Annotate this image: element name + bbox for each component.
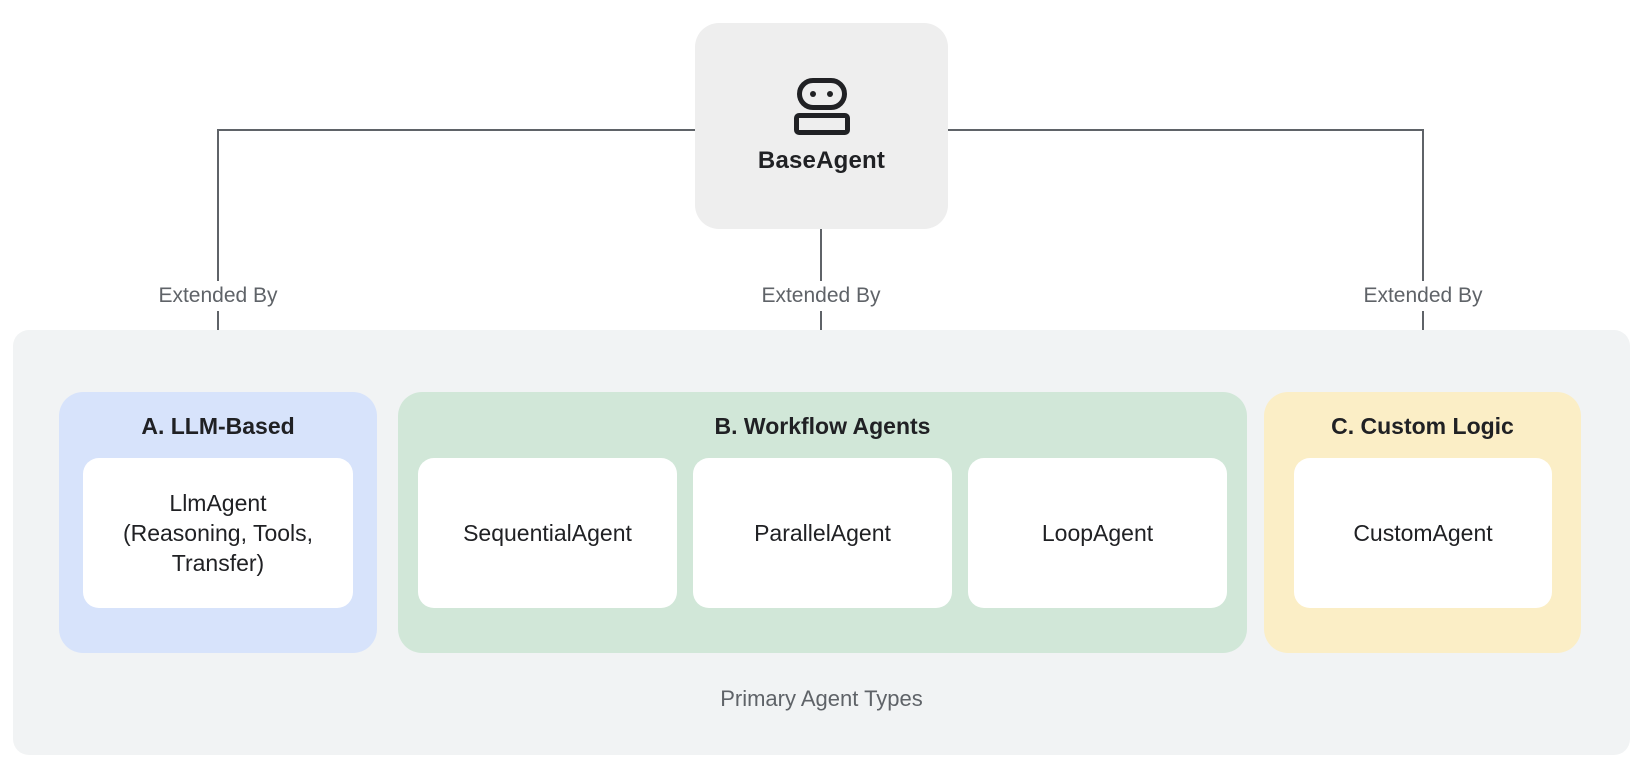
robot-eye-right <box>827 90 833 97</box>
edge-label-left: Extended By <box>148 281 288 311</box>
edge-label-center: Extended By <box>751 281 891 311</box>
group-custom-logic: C. Custom Logic CustomAgent <box>1264 392 1581 653</box>
edge-label-right: Extended By <box>1353 281 1493 311</box>
robot-head <box>796 77 847 110</box>
robot-eye-left <box>810 90 816 97</box>
group-custom-logic-title: C. Custom Logic <box>1331 413 1514 439</box>
connector-right <box>1422 129 1424 374</box>
connector-left <box>217 129 219 374</box>
group-workflow-agents: B. Workflow Agents SequentialAgent Paral… <box>398 392 1247 653</box>
card-loop-agent: LoopAgent <box>968 458 1227 608</box>
card-sequential-agent: SequentialAgent <box>418 458 677 608</box>
group-workflow-agents-title: B. Workflow Agents <box>714 413 931 439</box>
card-parallel-agent: ParallelAgent <box>693 458 952 608</box>
base-agent-node: BaseAgent <box>695 23 948 229</box>
primary-agent-types-container: A. LLM-Based LlmAgent (Reasoning, Tools,… <box>13 330 1630 755</box>
group-llm-based: A. LLM-Based LlmAgent (Reasoning, Tools,… <box>59 392 377 653</box>
base-agent-label: BaseAgent <box>757 146 886 174</box>
robot-body <box>793 112 850 135</box>
robot-icon <box>793 77 850 135</box>
card-llm-agent: LlmAgent (Reasoning, Tools, Transfer) <box>83 458 353 608</box>
card-custom-agent: CustomAgent <box>1294 458 1552 608</box>
container-caption: Primary Agent Types <box>720 686 923 711</box>
group-llm-based-title: A. LLM-Based <box>141 413 295 439</box>
